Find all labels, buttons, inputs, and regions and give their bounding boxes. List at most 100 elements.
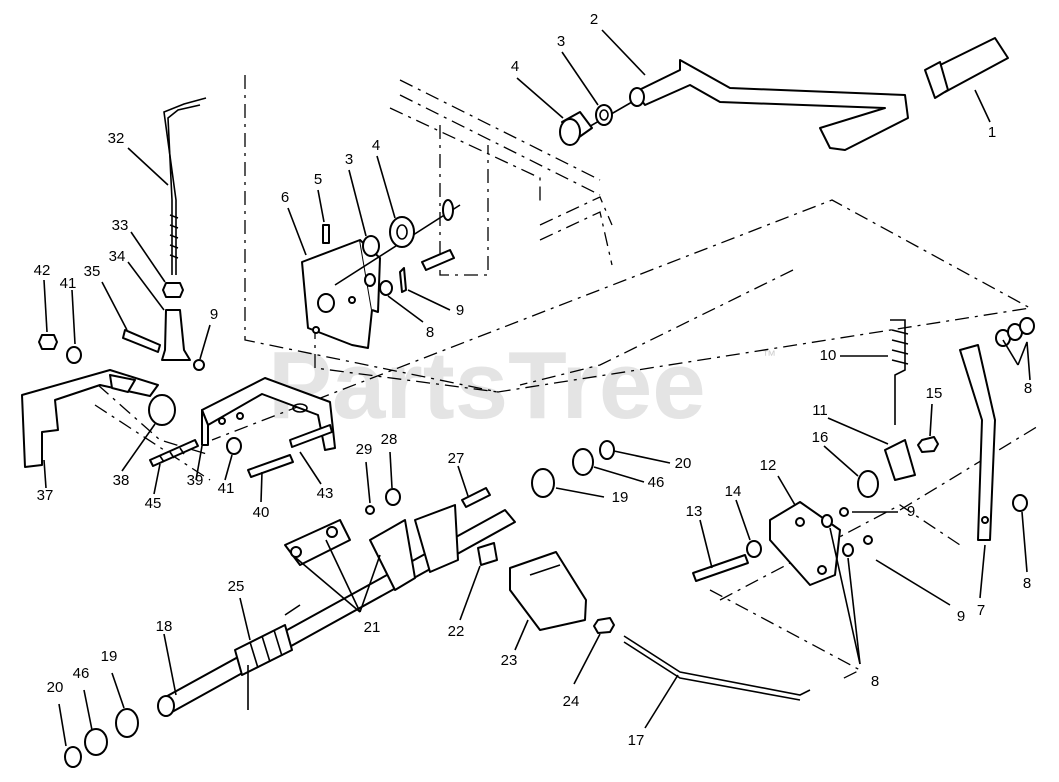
part-35-bolt xyxy=(122,329,161,353)
part-37-plate xyxy=(21,369,159,468)
part-3-washer-b xyxy=(362,235,380,257)
part-42-nut xyxy=(38,334,58,350)
callout-9: 9 xyxy=(907,503,915,520)
callout-39: 39 xyxy=(187,472,204,489)
callout-8: 8 xyxy=(1024,380,1032,397)
part-4-bushing-b xyxy=(389,216,415,248)
part-32-rod xyxy=(163,97,207,275)
callout-10: 10 xyxy=(820,347,837,364)
callout-3: 3 xyxy=(345,151,353,168)
part-9-pin-c xyxy=(839,507,849,517)
part-19-bushing-b xyxy=(115,708,139,738)
part-5-pin xyxy=(322,224,330,244)
callout-8: 8 xyxy=(871,673,879,690)
part-23-bracket xyxy=(509,551,587,631)
part-41-washer-a xyxy=(66,346,82,364)
callout-17: 17 xyxy=(628,732,645,749)
callout-37: 37 xyxy=(37,487,54,504)
part-13-bolt xyxy=(692,554,749,582)
part-28-washer xyxy=(385,488,401,506)
part-8-washer-d xyxy=(1012,494,1028,512)
part-17-rod xyxy=(623,635,811,701)
leader-lines xyxy=(43,29,1031,747)
callout-24: 24 xyxy=(563,693,580,710)
callout-28: 28 xyxy=(381,431,398,448)
callout-16: 16 xyxy=(812,429,829,446)
callout-32: 32 xyxy=(108,130,125,147)
callout-46: 46 xyxy=(648,474,665,491)
callout-5: 5 xyxy=(314,171,322,188)
callout-42: 42 xyxy=(34,262,51,279)
part-38-roller xyxy=(148,394,176,426)
callout-6: 6 xyxy=(281,189,289,206)
part-2-lift-lever xyxy=(579,59,909,151)
part-43-bolt xyxy=(289,424,333,448)
part-10-spring xyxy=(890,319,906,425)
callout-11: 11 xyxy=(812,402,828,419)
callout-14: 14 xyxy=(725,483,742,500)
part-3-washer-a xyxy=(595,104,613,126)
part-46-washer-b xyxy=(84,728,108,756)
callout-35: 35 xyxy=(84,263,101,280)
callout-13: 13 xyxy=(686,503,703,520)
callout-19: 19 xyxy=(101,648,118,665)
part-27-pin xyxy=(461,487,491,508)
callout-18: 18 xyxy=(156,618,173,635)
callout-45: 45 xyxy=(145,495,162,512)
callout-43: 43 xyxy=(317,485,334,502)
part-29-pin xyxy=(365,505,375,515)
callout-8: 8 xyxy=(426,324,434,341)
part-7-lever xyxy=(959,344,996,541)
callout-29: 29 xyxy=(356,441,373,458)
callout-15: 15 xyxy=(926,385,943,402)
callout-33: 33 xyxy=(112,217,129,234)
part-20-clip-b xyxy=(64,746,82,768)
part-33-nut xyxy=(162,282,184,298)
part-24-nut xyxy=(593,617,615,634)
callout-4: 4 xyxy=(511,58,519,75)
callout-2: 2 xyxy=(590,11,598,28)
callout-23: 23 xyxy=(501,652,518,669)
part-20-clip-a xyxy=(599,440,615,460)
part-8-washer-a xyxy=(379,280,393,296)
callout-1: 1 xyxy=(988,124,996,141)
callout-3: 3 xyxy=(557,33,565,50)
part-25-spring xyxy=(234,624,293,676)
callout-19: 19 xyxy=(612,489,629,506)
part-46-washer-a xyxy=(572,448,594,476)
callout-20: 20 xyxy=(675,455,692,472)
callout-46: 46 xyxy=(73,665,90,682)
part-1-grip xyxy=(924,37,1009,99)
callout-38: 38 xyxy=(113,472,130,489)
callout-40: 40 xyxy=(253,504,270,521)
part-21-linkage xyxy=(284,519,351,566)
phantom-lines xyxy=(94,75,1041,681)
callout-34: 34 xyxy=(109,248,126,265)
part-19-bushing-a xyxy=(531,468,555,498)
part-9-pin-b xyxy=(193,359,205,371)
callout-7: 7 xyxy=(977,602,985,619)
callout-12: 12 xyxy=(760,457,777,474)
watermark-trademark: ™ xyxy=(762,347,776,363)
callout-41: 41 xyxy=(218,480,235,497)
part-6-bracket xyxy=(301,199,461,349)
callout-4: 4 xyxy=(372,137,380,154)
part-15-nut xyxy=(917,436,939,453)
watermark: PartsTree xyxy=(268,332,706,439)
callout-labels: 1 2 3 4 3 4 5 6 8 9 32 33 34 35 41 42 9 … xyxy=(34,11,1033,749)
callout-20: 20 xyxy=(47,679,64,696)
part-14-washer xyxy=(746,540,762,558)
callout-9: 9 xyxy=(456,302,464,319)
callout-9: 9 xyxy=(957,608,965,625)
part-40-bolt xyxy=(247,454,294,478)
part-12-bellcrank xyxy=(769,501,841,586)
part-22-block xyxy=(477,542,498,566)
part-34-clevis xyxy=(161,309,191,361)
part-9-pin-d xyxy=(863,535,873,545)
callout-9: 9 xyxy=(210,306,218,323)
callout-27: 27 xyxy=(448,450,465,467)
callout-41: 41 xyxy=(60,275,77,292)
part-39-bracket xyxy=(201,377,336,451)
part-41-washer-b xyxy=(226,437,242,455)
